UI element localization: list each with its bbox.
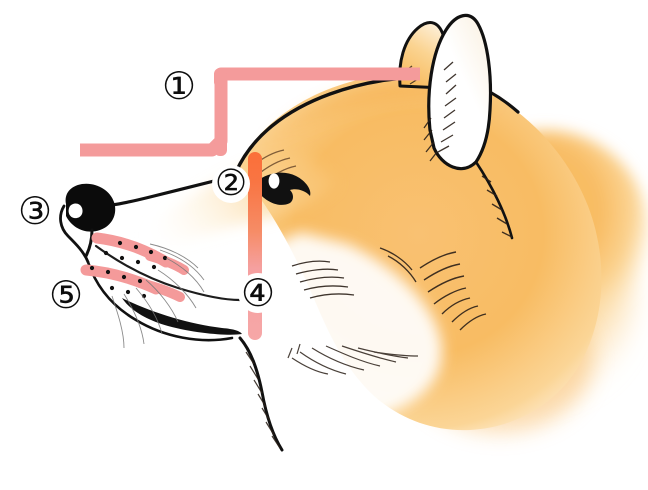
neck-chest [238, 336, 419, 452]
whisker-pad-highlight [80, 232, 189, 302]
callout-marker-2-label: ② [214, 163, 248, 204]
callout-marker-4-label: ④ [240, 271, 276, 315]
head-and-muzzle [112, 73, 602, 431]
lower-cheek-fur [419, 251, 487, 331]
whisker-dots [89, 240, 168, 299]
callout-marker-5[interactable]: ⑤ [46, 275, 86, 315]
callout-marker-2[interactable]: ② [212, 165, 250, 203]
near-ear [423, 13, 514, 240]
callout-marker-4[interactable]: ④ [238, 273, 278, 313]
callout-marker-3-label: ③ [17, 189, 53, 233]
mouth-line [122, 298, 242, 335]
whiskers [111, 243, 205, 349]
nose [65, 183, 116, 258]
callout-marker-1[interactable]: ① [159, 66, 199, 106]
cheek-fur-tufts [291, 247, 417, 299]
callout-marker-3[interactable]: ③ [15, 191, 55, 231]
callout-marker-1-label: ① [161, 64, 197, 108]
callout-marker-5-label: ⑤ [48, 273, 84, 317]
eye [256, 172, 311, 205]
